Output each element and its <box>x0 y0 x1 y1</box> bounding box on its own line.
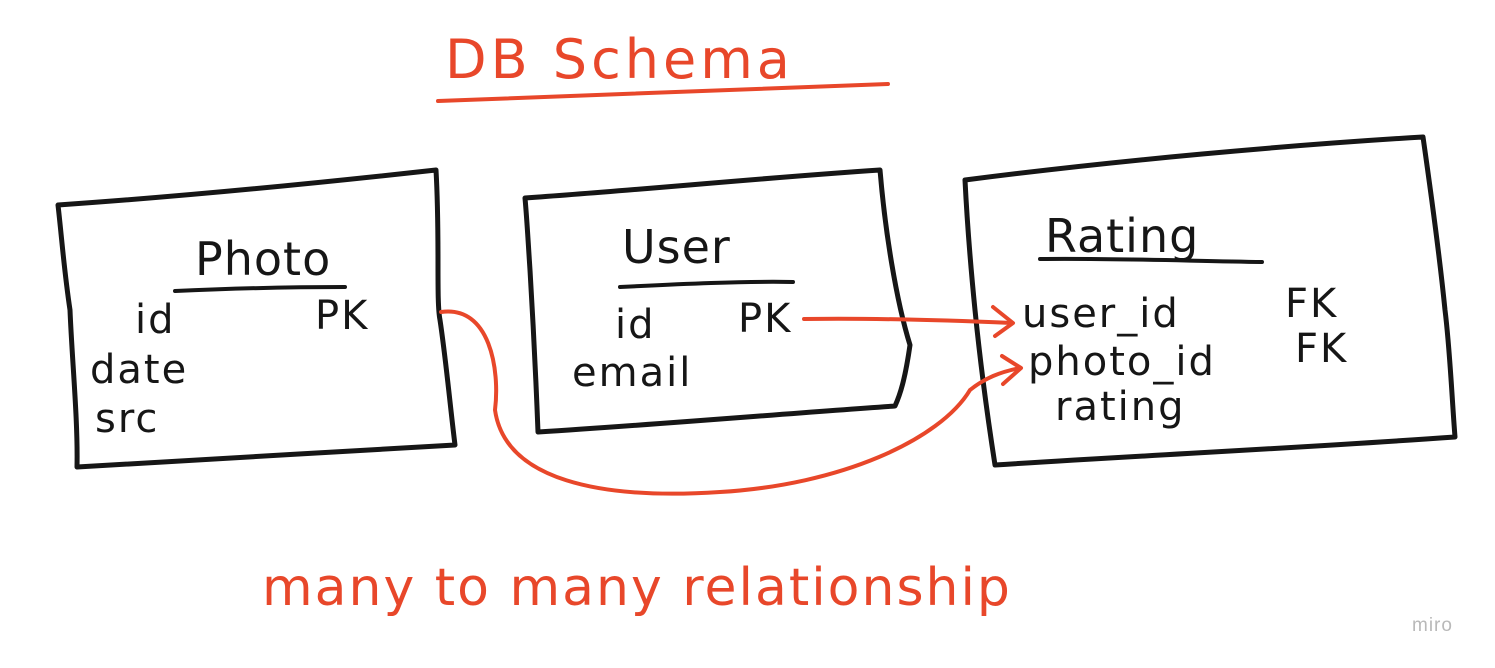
entity-user-title-underline <box>618 279 795 289</box>
relation-user-rating-arrowhead <box>991 305 1015 338</box>
entity-user-field-id: id <box>615 302 656 348</box>
relationship-note: many to many relationship <box>262 558 1012 618</box>
relation-photo-rating <box>439 309 1023 496</box>
entity-photo-field-date: date <box>90 347 188 393</box>
entity-photo-box <box>55 167 458 470</box>
entity-rating-title: Rating <box>1045 209 1199 263</box>
entity-rating-field-user-id-key: FK <box>1285 281 1338 327</box>
entity-rating: Rating user_id FK photo_id FK rating <box>962 134 1458 468</box>
entity-user-box <box>522 167 913 435</box>
relation-user-rating-line <box>802 316 1014 325</box>
entity-photo-title: Photo <box>195 232 331 286</box>
entity-photo-field-src: src <box>95 396 159 442</box>
miro-watermark: miro <box>1412 615 1453 636</box>
entity-rating-field-user-id: user_id <box>1022 291 1180 337</box>
relation-photo-rating-line <box>439 309 1022 496</box>
title-underline <box>436 82 890 103</box>
relation-photo-rating-arrowhead <box>1000 354 1023 386</box>
entity-rating-box <box>962 134 1458 468</box>
diagram-title: DB Schema <box>445 28 794 91</box>
entity-user: User id PK email <box>522 167 913 435</box>
entity-rating-field-photo-id: photo_id <box>1028 339 1216 385</box>
entity-rating-field-rating: rating <box>1055 384 1186 430</box>
entity-user-field-id-key: PK <box>738 296 792 342</box>
entity-rating-field-photo-id-key: FK <box>1295 326 1348 372</box>
entity-photo: Photo id PK date src <box>55 167 458 470</box>
entity-user-title: User <box>622 220 731 274</box>
entity-photo-field-id-key: PK <box>315 293 369 339</box>
entity-photo-field-id: id <box>135 297 176 343</box>
entity-user-field-email: email <box>572 350 692 396</box>
relation-user-rating <box>802 305 1015 338</box>
entity-rating-title-underline <box>1038 256 1264 264</box>
entity-photo-title-underline <box>173 285 347 293</box>
